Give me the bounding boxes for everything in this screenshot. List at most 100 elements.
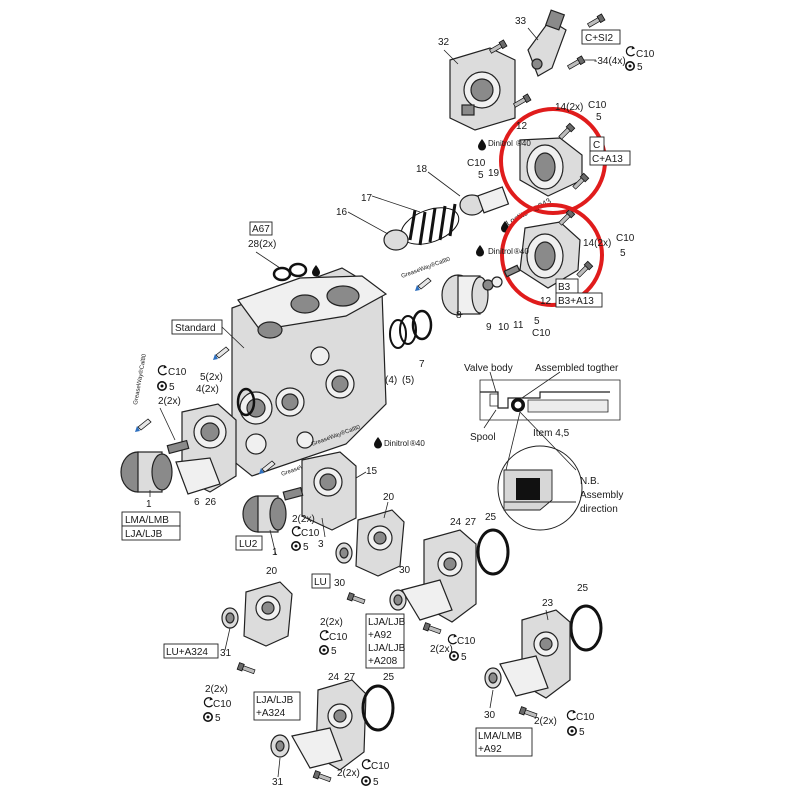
label-26: 26 [205, 497, 217, 508]
label-lu: LU [314, 577, 327, 588]
bolt-2-d [422, 622, 442, 636]
box-lja-ljb [121, 525, 181, 541]
label-o5-l: 5 [373, 777, 379, 788]
part-33-fitting [527, 9, 567, 77]
torque-icon [625, 45, 636, 57]
drop-icon-28 [312, 265, 320, 277]
box-lu-a324 [163, 643, 219, 659]
part-32-housing [449, 47, 516, 131]
part-4-5-rings-left [236, 387, 256, 417]
tool-size-icon-b [290, 540, 302, 552]
label-31-b: 31 [272, 777, 284, 788]
label-11: 11 [513, 320, 524, 331]
label-19: 19 [488, 168, 500, 179]
box-lu2 [235, 535, 263, 551]
label-lu2: LU2 [239, 539, 258, 550]
label-c10-g: C10 [301, 528, 320, 539]
label-20-a: 20 [383, 492, 395, 503]
label-2-2x-b: 2(2x) [292, 514, 315, 525]
bolt-2-g [312, 770, 332, 784]
drop-icon-mid [476, 245, 484, 257]
tool-size-icon-e [203, 711, 213, 723]
label-c10-f: C10 [168, 367, 187, 378]
part-18-piston [459, 186, 510, 216]
label-o5-c: 5 [478, 170, 484, 181]
label-34: -34(4x) [594, 56, 626, 67]
label-nb-3: direction [580, 504, 618, 515]
part-1-coil-left [120, 439, 190, 493]
torque-icon-g [361, 758, 372, 770]
label-valve-body: Valve body [464, 363, 513, 374]
label-25-b: 25 [577, 583, 589, 594]
label-9: 9 [486, 322, 492, 333]
box-b3-a13 [555, 292, 603, 308]
label-10: 10 [498, 322, 510, 333]
label-o5-a: 5 [637, 62, 643, 73]
label-nb-1: N.B. [580, 476, 599, 487]
part-30-ring-a [335, 542, 353, 564]
part-12-flange-mid [519, 208, 594, 289]
part-8-spool-cap [441, 274, 489, 316]
torque-icon-b [291, 525, 302, 537]
label-2-2x-c: 2(2x) [320, 617, 343, 628]
part-10-seal [491, 276, 503, 288]
label-o5-k: 5 [579, 727, 585, 738]
label-17: 17 [361, 193, 373, 204]
label-5b: (5) [402, 375, 414, 386]
label-nb-2: Assembly [580, 490, 623, 501]
label-assembled: Assembled togther [535, 363, 619, 374]
part-7-ring [411, 309, 433, 341]
label-2-2x-d: 2(2x) [430, 644, 453, 655]
drop-icon-low [374, 437, 382, 449]
label-25-a: 25 [485, 512, 497, 523]
label-31-a: 31 [220, 648, 232, 659]
box-lja-ljb-a92 [365, 613, 405, 669]
part-24-body-b [291, 679, 367, 771]
label-3: 3 [318, 539, 324, 550]
label-33: 33 [515, 16, 527, 27]
label-o5-g: 5 [303, 542, 309, 553]
part-1-coil-lu2 [242, 486, 304, 533]
label-o5-b: 5 [596, 112, 602, 123]
label-27-a: 27 [465, 517, 477, 528]
part-31-ring-b [270, 734, 290, 758]
label-30-c: 30 [484, 710, 496, 721]
torque-icon-e [203, 696, 214, 708]
label-o5-d: 5 [620, 248, 626, 259]
label-dinitrol-low: Dinitrol [384, 439, 409, 448]
label-standard: Standard [175, 323, 216, 334]
label-8: 8 [456, 310, 462, 321]
label-c10-e: C10 [532, 328, 551, 339]
label-o5-j: 5 [215, 713, 221, 724]
highlight-circle-mid [500, 203, 604, 307]
tool-size-icon-g [360, 775, 372, 787]
label-5-2x: 5(2x) [200, 372, 223, 383]
label-c10-a: C10 [636, 49, 655, 60]
label-dinitrol-low-sup: ®40 [410, 439, 425, 448]
label-20-b: 20 [266, 566, 278, 577]
bolt-2-e [236, 662, 256, 676]
label-2-2x-e: 2(2x) [205, 684, 228, 695]
label-lu-a324: LU+A324 [166, 647, 208, 658]
label-2-2x-f: 2(2x) [534, 716, 557, 727]
label-lja-ljb-a92-1: LJA/LJB [368, 617, 406, 628]
label-4b: (4) [385, 375, 397, 386]
label-c-sl2: C+SI2 [585, 33, 614, 44]
part-24-body-a [401, 529, 477, 623]
label-14-top: 14(2x) [555, 102, 583, 113]
torque-icon-d [447, 633, 458, 645]
tool-size-icon-d [448, 650, 460, 662]
label-lja-ljb: LJA/LJB [125, 529, 163, 540]
part-30-ring-b [389, 589, 407, 611]
grease-gun-icon-left2 [134, 418, 152, 433]
label-18: 18 [416, 164, 428, 175]
label-24-a: 24 [450, 517, 462, 528]
label-27-b: 27 [344, 672, 356, 683]
label-c10-i: C10 [457, 636, 476, 647]
tool-size-icon-c [318, 644, 330, 656]
label-12-top: 12 [516, 121, 528, 132]
label-lma-lmb: LMA/LMB [125, 515, 169, 526]
part-28-orings [272, 262, 308, 282]
label-30-a: 30 [334, 578, 346, 589]
